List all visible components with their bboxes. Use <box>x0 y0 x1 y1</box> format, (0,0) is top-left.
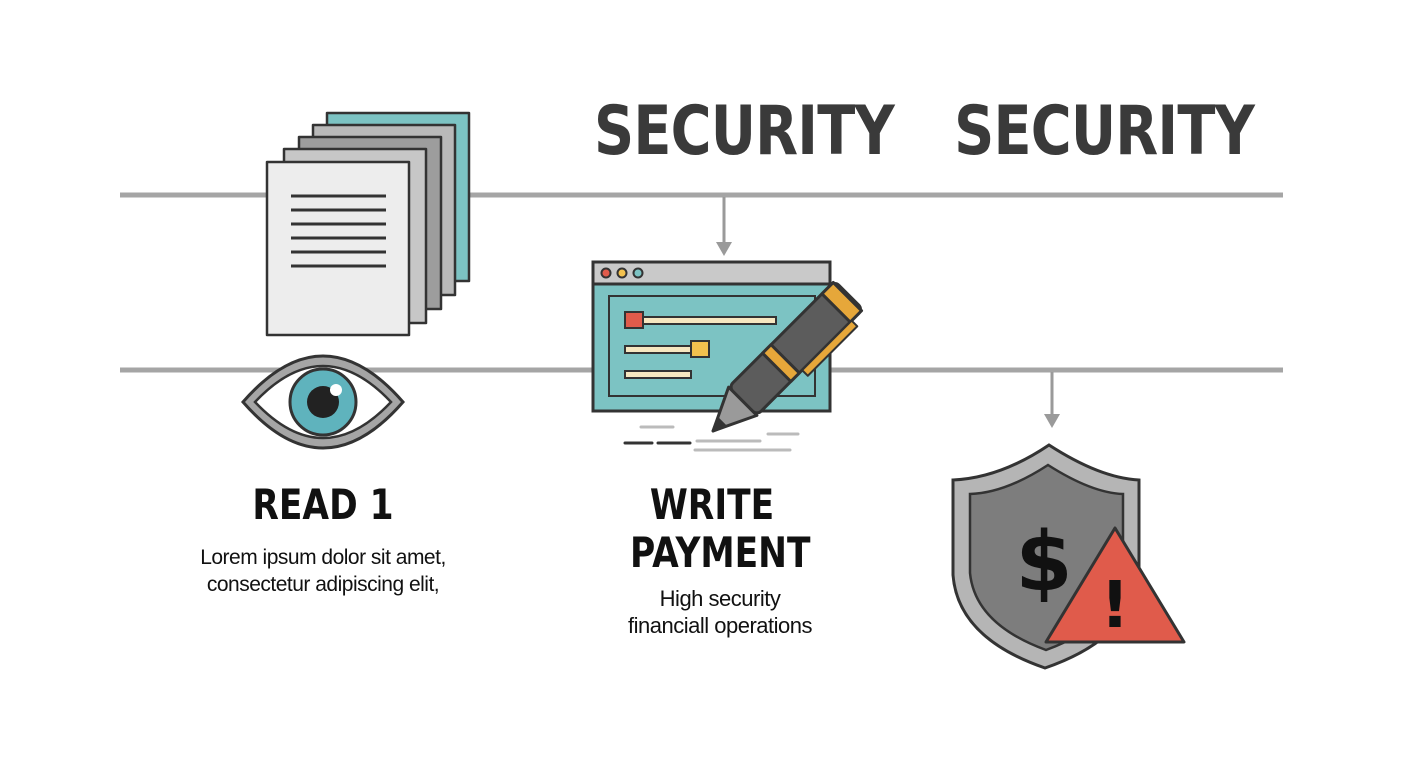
writing-lines <box>623 425 800 452</box>
write-heading-line2: PAYMENT <box>630 528 811 577</box>
document-stack-icon <box>265 111 471 337</box>
diagram-title: SECURITY SECURITY <box>594 92 1255 171</box>
eye-icon <box>241 354 405 450</box>
arrow-to-shield <box>1044 372 1060 428</box>
read-description-line1: Lorem ipsum dolor sit amet, <box>200 546 446 569</box>
warning-mark: ! <box>1100 569 1129 643</box>
dollar-symbol: $ <box>1015 515 1072 610</box>
write-heading: WRITE PAYMENT <box>630 480 811 577</box>
warning-triangle-icon: ! <box>1044 526 1186 644</box>
read-description: Lorem ipsum dolor sit amet, consectetur … <box>173 544 473 598</box>
write-description: High security financiall operations <box>570 585 870 639</box>
arrow-to-write <box>716 197 732 256</box>
read-description-line2: consectetur adipiscing elit, <box>206 573 440 596</box>
write-description-line1: High security <box>659 586 781 611</box>
pen-icon <box>711 280 864 433</box>
write-heading-line1: WRITE <box>649 480 775 529</box>
write-description-line2: financiall operations <box>628 613 812 638</box>
read-heading: READ 1 <box>252 480 394 529</box>
